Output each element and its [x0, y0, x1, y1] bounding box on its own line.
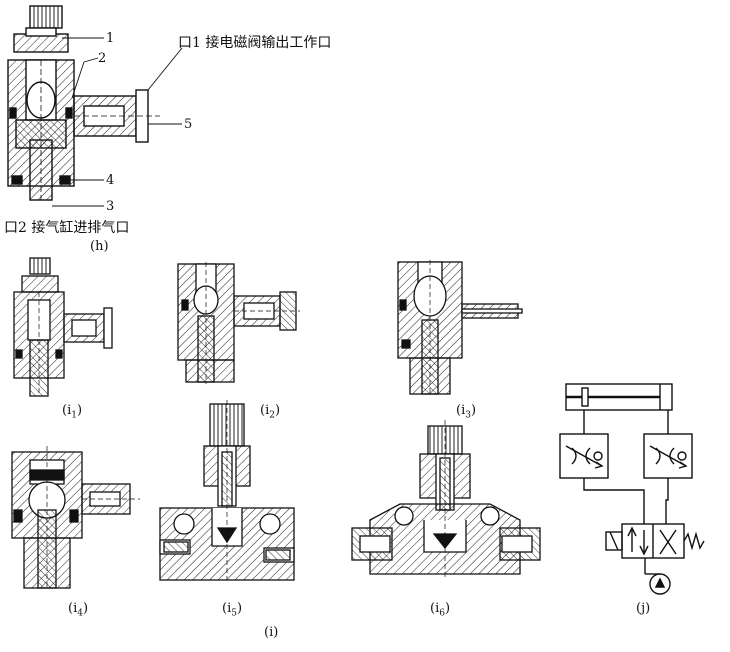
valve-i6-drawing	[351, 420, 541, 580]
caption-i1: (i1)	[62, 403, 83, 421]
callout-leaders-h	[52, 37, 183, 207]
caption-j: (j)	[636, 601, 651, 616]
caption-h: (h)	[90, 239, 109, 254]
caption-i4: (i4)	[68, 601, 89, 619]
caption-i2: (i2)	[260, 403, 281, 421]
callout-4: 4	[106, 173, 115, 188]
valve-i4-drawing	[11, 446, 140, 590]
caption-i6: (i6)	[430, 601, 451, 619]
callout-5: 5	[184, 117, 193, 132]
caption-i: (i)	[264, 625, 279, 640]
port2-label: 口2 接气缸进排气口	[4, 220, 130, 236]
valve-i3-drawing	[397, 260, 523, 396]
port1-label: 口1 接电磁阀输出工作口	[178, 35, 332, 51]
valve-i5-drawing	[159, 400, 295, 581]
valve-h-drawing	[7, 5, 160, 201]
caption-i3: (i3)	[456, 403, 477, 421]
pneumatic-circuit-j	[559, 383, 705, 595]
valve-i1-drawing	[13, 257, 113, 397]
valve-i2-drawing	[177, 262, 300, 384]
callout-3: 3	[106, 199, 115, 214]
callout-1: 1	[106, 31, 115, 46]
callout-2: 2	[98, 51, 107, 66]
caption-i5: (i5)	[222, 601, 243, 619]
